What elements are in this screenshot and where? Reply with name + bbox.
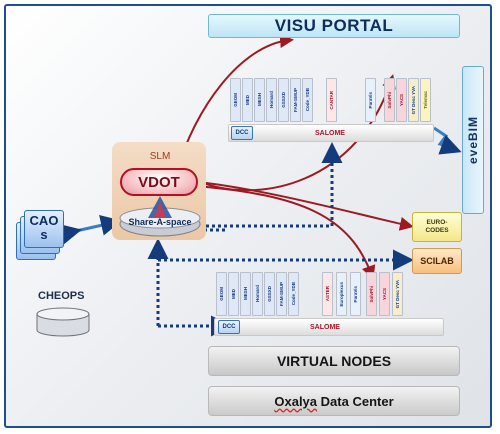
virtual-nodes-label: VIRTUAL NODES (276, 353, 392, 369)
top-module-right-2-label: GT Desc YVA (411, 85, 416, 115)
top-module-left-3-label: Homard (269, 91, 274, 109)
top-module-left-5-label: FAM-SMUP (293, 88, 298, 112)
bottom-module-left-3: Homard (252, 272, 263, 316)
cao-label: CAO s (29, 213, 59, 242)
top-salome-bar (228, 124, 434, 142)
bottom-module-right-2: GT Desc YVA (392, 272, 403, 316)
bottom-module-europlexus-label: Europlexus (339, 281, 344, 307)
top-module-left-4-label: GSSXD (281, 92, 286, 108)
share-a-space-label: Share-A-space (128, 217, 192, 227)
euro-codes-line1: EURO- (426, 219, 448, 226)
top-module-left-3: Homard (266, 78, 277, 122)
top-module-right-1-label: YACS (399, 93, 404, 107)
scilab-box: SCILAB (412, 248, 462, 274)
top-module-right-0-label: SolvPhi (387, 91, 392, 109)
bottom-module-left-6-label: Code_YDB (291, 282, 296, 306)
oxalya-data-center-box: Oxalya Data Center (208, 386, 460, 416)
bottom-module-aster-label: ASTER (325, 286, 330, 302)
bottom-salome-label: SALOME (310, 323, 340, 331)
top-module-right-1: YACS (396, 78, 407, 122)
bottom-module-left-3-label: Homard (255, 285, 260, 303)
vdot-to-bottom-yacs-arrow (195, 185, 376, 280)
vdot-to-euro-codes-arrow (197, 181, 414, 231)
cao-card-front (24, 210, 64, 248)
bottom-dcc-box: DCC (218, 320, 240, 334)
bottom-module-left-1-label: MED (231, 289, 236, 299)
bottom-salome-bar (214, 318, 444, 336)
top-module-left-0-label: GEOM (233, 93, 238, 107)
bottom-module-europlexus: Europlexus (336, 272, 347, 316)
top-module-paravis: ParaVis (365, 78, 376, 122)
bottom-module-left-4: GSSXD (264, 272, 275, 316)
virtual-nodes-box: VIRTUAL NODES (208, 346, 460, 376)
top-dcc-label: DCC (235, 130, 249, 136)
share-to-top-salome-link (200, 142, 343, 228)
evebim-box: eveBIM (462, 66, 484, 214)
visu-portal-box: VISU PORTAL (208, 14, 460, 38)
bottom-module-left-2: MESH (240, 272, 251, 316)
bottom-module-left-0-label: GEOM (219, 287, 224, 301)
evebim-zigzag-link (433, 126, 462, 155)
top-module-right-3: Telemac (420, 78, 431, 122)
top-module-cantar: CANTAR (326, 78, 337, 122)
bottom-module-left-0: GEOM (216, 272, 227, 316)
bottom-module-right-0: SolvPhi (366, 272, 377, 316)
bottom-dcc-label: DCC (222, 324, 236, 330)
cheops-database-icon (36, 307, 90, 337)
top-module-left-1-label: MED (245, 95, 250, 105)
visu-portal-title: VISU PORTAL (274, 16, 394, 35)
bottom-module-right-0-label: SolvPhi (369, 285, 374, 303)
evebim-label: eveBIM (466, 115, 480, 165)
top-dcc-box: DCC (231, 126, 253, 140)
top-module-left-1: MED (242, 78, 253, 122)
bottom-module-right-1: YACS (379, 272, 390, 316)
bottom-module-paravis-label: ParaVis (353, 285, 358, 303)
scilab-label: SCILAB (420, 256, 454, 266)
top-module-right-3-label: Telemac (423, 91, 428, 109)
top-module-left-6: Code_YDB (302, 78, 313, 122)
slm-label: SLM (149, 151, 171, 162)
share-a-space-platter (119, 196, 201, 237)
bottom-module-left-5: FAM-SMUP (276, 272, 287, 316)
top-salome-label: SALOME (315, 129, 345, 137)
oxalya-word: Oxalya (274, 393, 318, 409)
top-module-left-2: MESH (254, 78, 265, 122)
bottom-module-aster: ASTER (322, 272, 333, 316)
bottom-module-right-2-label: GT Desc YVA (395, 279, 400, 309)
bottom-module-left-2-label: MESH (243, 287, 248, 301)
vdot-to-top-yacs-arrow (189, 74, 396, 192)
top-module-left-0: GEOM (230, 78, 241, 122)
euro-codes-box: EURO- CODES (412, 212, 462, 242)
bottom-module-paravis: ParaVis (350, 272, 361, 316)
euro-codes-line2: CODES (425, 227, 449, 234)
top-module-right-0: SolvPhi (384, 78, 395, 122)
oxalya-rest: Data Center (320, 393, 394, 409)
top-module-left-5: FAM-SMUP (290, 78, 301, 122)
top-module-paravis-label: ParaVis (368, 91, 373, 109)
top-module-cantar-label: CANTAR (329, 90, 334, 110)
vdot-label: VDOT (138, 173, 180, 191)
top-module-left-6-label: Code_YDB (305, 88, 310, 112)
bottom-module-left-5-label: FAM-SMUP (279, 282, 284, 306)
top-module-left-2-label: MESH (257, 93, 262, 107)
bottom-module-left-6: Code_YDB (288, 272, 299, 316)
top-module-left-4: GSSXD (278, 78, 289, 122)
bottom-module-left-4-label: GSSXD (267, 286, 272, 302)
vdot-node: VDOT (120, 168, 198, 196)
top-module-right-2: GT Desc YVA (408, 78, 419, 122)
bottom-module-right-1-label: YACS (382, 287, 387, 301)
cao-to-share-link (59, 215, 122, 245)
bottom-module-left-1: MED (228, 272, 239, 316)
cheops-label: CHEOPS (38, 290, 85, 302)
